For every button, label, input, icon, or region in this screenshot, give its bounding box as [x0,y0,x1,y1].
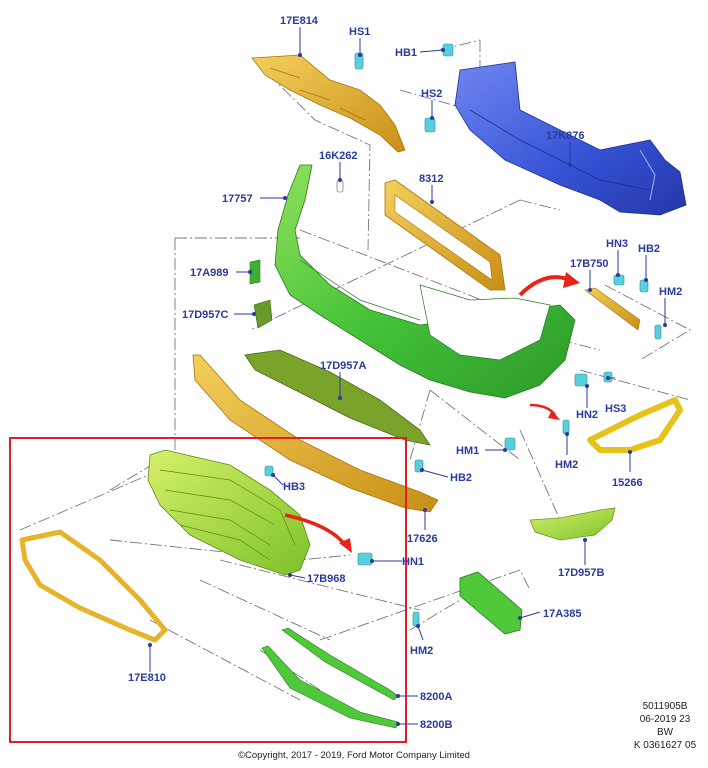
part-17d957b-deflector [529,507,616,541]
highlight-box [9,437,407,743]
label-hb2-lower: HB2 [450,472,472,484]
label-17d957b: 17D957B [558,567,605,579]
leader-lines [148,27,667,726]
red-direction-arrows [284,272,580,553]
part-17b968-grille [147,449,311,576]
label-hs3: HS3 [605,403,626,415]
label-hb2-upper: HB2 [638,243,660,255]
label-hs1: HS1 [349,26,370,38]
label-hb3: HB3 [283,481,305,493]
label-hm1: HM1 [456,445,479,457]
drawing-number: 5011905B [642,701,688,712]
label-17k876: 17K876 [546,130,585,142]
label-16k262: 16K262 [319,150,358,162]
part-8312-bracket [384,179,506,291]
copyright-notice: ©Copyright, 2017 - 2019, Ford Motor Comp… [238,750,470,761]
label-17d957a: 17D957A [320,360,367,372]
part-labels: 17E814 HS1 HB1 HS2 17K876 16K262 8312 17… [128,15,682,731]
part-17e814-upper-bracket [251,54,406,153]
part-17b750-bracket [584,287,641,331]
label-hn1: HN1 [402,556,424,568]
fastener-clips [264,43,662,627]
label-hb1: HB1 [395,47,417,59]
part-17626-strip [192,354,439,513]
label-hm2-center: HM2 [555,459,578,471]
label-hn3: HN3 [606,238,628,250]
label-17e810: 17E810 [128,672,166,684]
label-17e814: 17E814 [280,15,319,27]
part-17k876-blue-beam [454,61,687,216]
drawing-author: BW [656,727,674,738]
label-17d957c: 17D957C [182,309,229,321]
label-17b750: 17B750 [570,258,609,270]
label-hm2-right: HM2 [659,286,682,298]
label-8200b: 8200B [420,719,452,731]
part-17a989-bracket [249,259,261,285]
part-8200a-strip [281,627,399,701]
part-17d957a-deflector [244,349,431,446]
part-17757-bumper-cover [274,164,576,399]
label-8312: 8312 [419,173,443,185]
label-hs2: HS2 [421,88,442,100]
label-17757: 17757 [222,193,253,205]
label-17626: 17626 [407,533,438,545]
label-17b968: 17B968 [307,573,346,585]
label-17a385: 17A385 [543,608,582,620]
label-8200a: 8200A [420,691,452,703]
label-hm2-lower: HM2 [410,645,433,657]
part-17d957c-bracket [253,299,273,329]
label-hn2: HN2 [576,409,598,421]
drawing-info-block: 5011905B 06-2019 23 BW K 0361627 05 [620,700,708,752]
drawing-reference: K 0361627 05 [633,740,697,751]
drawing-date: 06-2019 23 [639,714,691,725]
part-15266-bezel [587,397,683,453]
part-17e810-surround [19,529,168,643]
label-15266: 15266 [612,477,643,489]
label-17a989: 17A989 [190,267,229,279]
part-17a385-plate-bracket [459,571,523,635]
